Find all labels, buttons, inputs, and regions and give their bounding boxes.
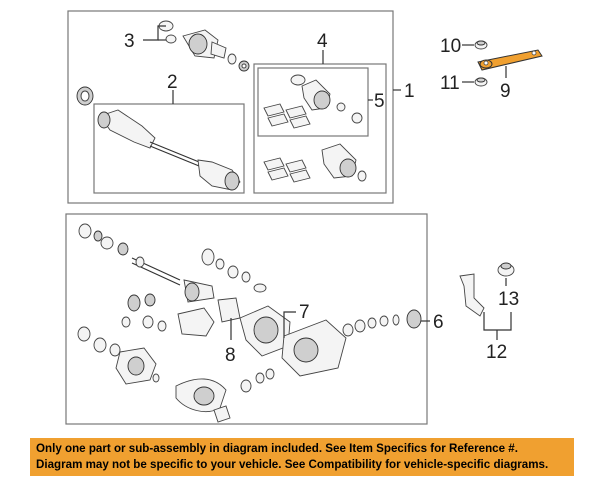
shaft-subassembly-box <box>93 103 245 194</box>
notice-banner: Only one part or sub-assembly in diagram… <box>30 438 574 476</box>
callout-8: 8 <box>225 345 236 366</box>
boot-kit-parts <box>263 74 367 183</box>
mount-bracket-part <box>459 273 485 317</box>
callout-9: 9 <box>500 81 511 102</box>
drive-shaft-group-box <box>67 10 394 204</box>
differential-parts <box>77 223 422 423</box>
callout-11: 11 <box>440 73 460 94</box>
shaft-seal <box>76 86 94 106</box>
callout-2: 2 <box>167 72 178 93</box>
insulator-part <box>497 262 515 277</box>
boot-kit-box <box>253 63 387 194</box>
outer-joint-parts <box>158 20 250 72</box>
washer-part <box>474 77 488 87</box>
callout-3: 3 <box>124 31 135 52</box>
leader-lines <box>143 25 512 340</box>
callout-7: 7 <box>299 302 310 323</box>
nut-part <box>474 40 488 50</box>
callout-4: 4 <box>317 31 328 52</box>
differential-group-box <box>65 213 428 425</box>
callout-5: 5 <box>374 91 385 112</box>
callout-13: 13 <box>498 289 519 310</box>
callout-6: 6 <box>433 312 444 333</box>
drive-shaft-assembly <box>97 109 241 191</box>
callout-1: 1 <box>404 81 415 102</box>
boot-kit-inner-box <box>257 67 369 137</box>
callout-10: 10 <box>440 36 461 57</box>
notice-line-1: Only one part or sub-assembly in diagram… <box>36 442 518 455</box>
notice-line-2: Diagram may not be specific to your vehi… <box>36 458 549 471</box>
bracket-highlighted <box>477 49 543 71</box>
callout-12: 12 <box>486 342 507 363</box>
